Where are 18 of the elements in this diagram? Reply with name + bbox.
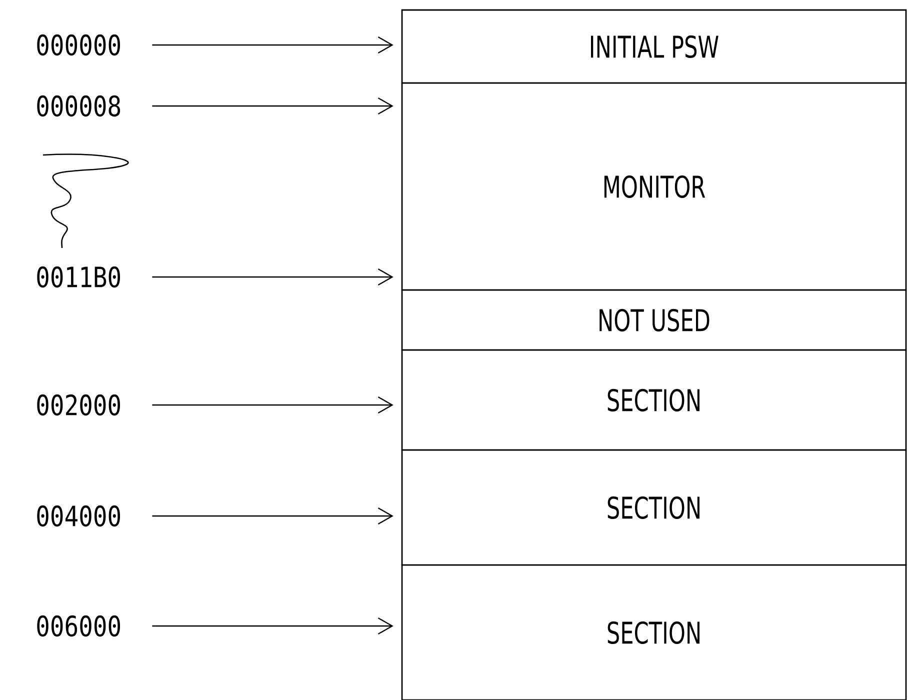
memory-band: INITIAL PSW [401, 9, 907, 84]
address-label: 006000 [37, 615, 120, 637]
address-label: 004000 [37, 505, 120, 527]
arrow [152, 396, 394, 414]
memory-band: SECTION [401, 564, 907, 700]
address-label: 0011B0 [37, 266, 120, 288]
memory-band: NOT USED [401, 289, 907, 351]
arrow [152, 617, 394, 635]
arrow [152, 97, 394, 115]
memory-band: MONITOR [401, 82, 907, 291]
arrow [152, 268, 394, 286]
arrow [152, 507, 394, 525]
address-label: 002000 [37, 394, 120, 416]
arrow [152, 36, 394, 54]
memory-band: SECTION [401, 449, 907, 566]
memory-band: SECTION [401, 349, 907, 451]
address-label: 000008 [37, 95, 120, 117]
address-label: 000000 [37, 34, 120, 56]
